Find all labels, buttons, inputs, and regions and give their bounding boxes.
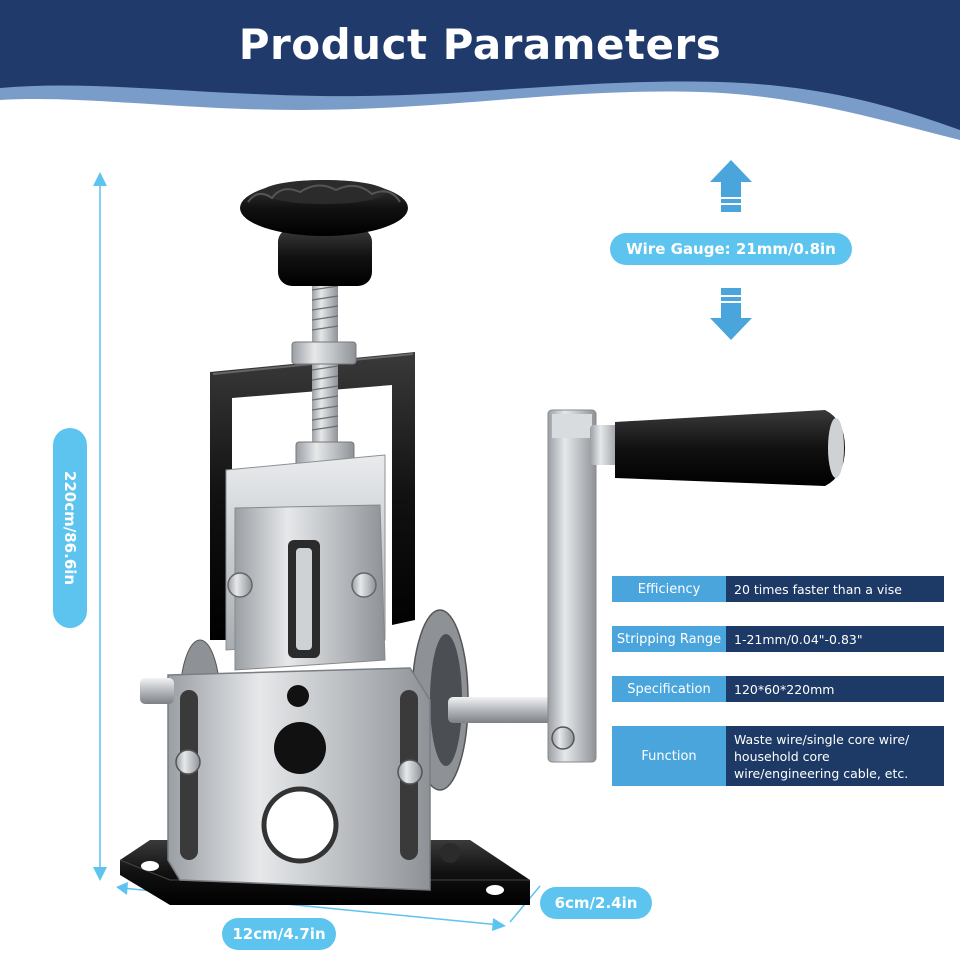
- spec-row-specification: Specification 120*60*220mm: [612, 676, 944, 702]
- spec-label: Specification: [612, 676, 726, 702]
- wire-gauge-up-arrow: [710, 160, 752, 212]
- header-banner: [0, 0, 960, 140]
- height-dimension-label: 220cm/86.6in: [53, 428, 87, 628]
- height-dimension-line: [93, 172, 107, 881]
- spec-label: Stripping Range: [612, 626, 726, 652]
- page-title: Product Parameters: [238, 20, 722, 69]
- spec-row-stripping-range: Stripping Range 1-21mm/0.04"-0.83": [612, 626, 944, 652]
- spec-label: Function: [612, 726, 726, 786]
- wire-gauge-down-arrow: [710, 288, 752, 340]
- depth-dimension-label: 6cm/2.4in: [540, 887, 652, 919]
- spec-label: Efficiency: [612, 576, 726, 602]
- height-dimension-text: 220cm/86.6in: [61, 470, 79, 586]
- spec-row-efficiency: Efficiency 20 times faster than a vise: [612, 576, 944, 602]
- spec-value: Waste wire/single core wire/ household c…: [726, 726, 944, 786]
- spec-value: 1-21mm/0.04"-0.83": [726, 626, 944, 652]
- spec-row-function: Function Waste wire/single core wire/ ho…: [612, 726, 944, 786]
- width-dimension-label: 12cm/4.7in: [222, 918, 336, 950]
- spec-value: 20 times faster than a vise: [726, 576, 944, 602]
- spec-value: 120*60*220mm: [726, 676, 944, 702]
- wire-gauge-label: Wire Gauge: 21mm/0.8in: [610, 233, 852, 265]
